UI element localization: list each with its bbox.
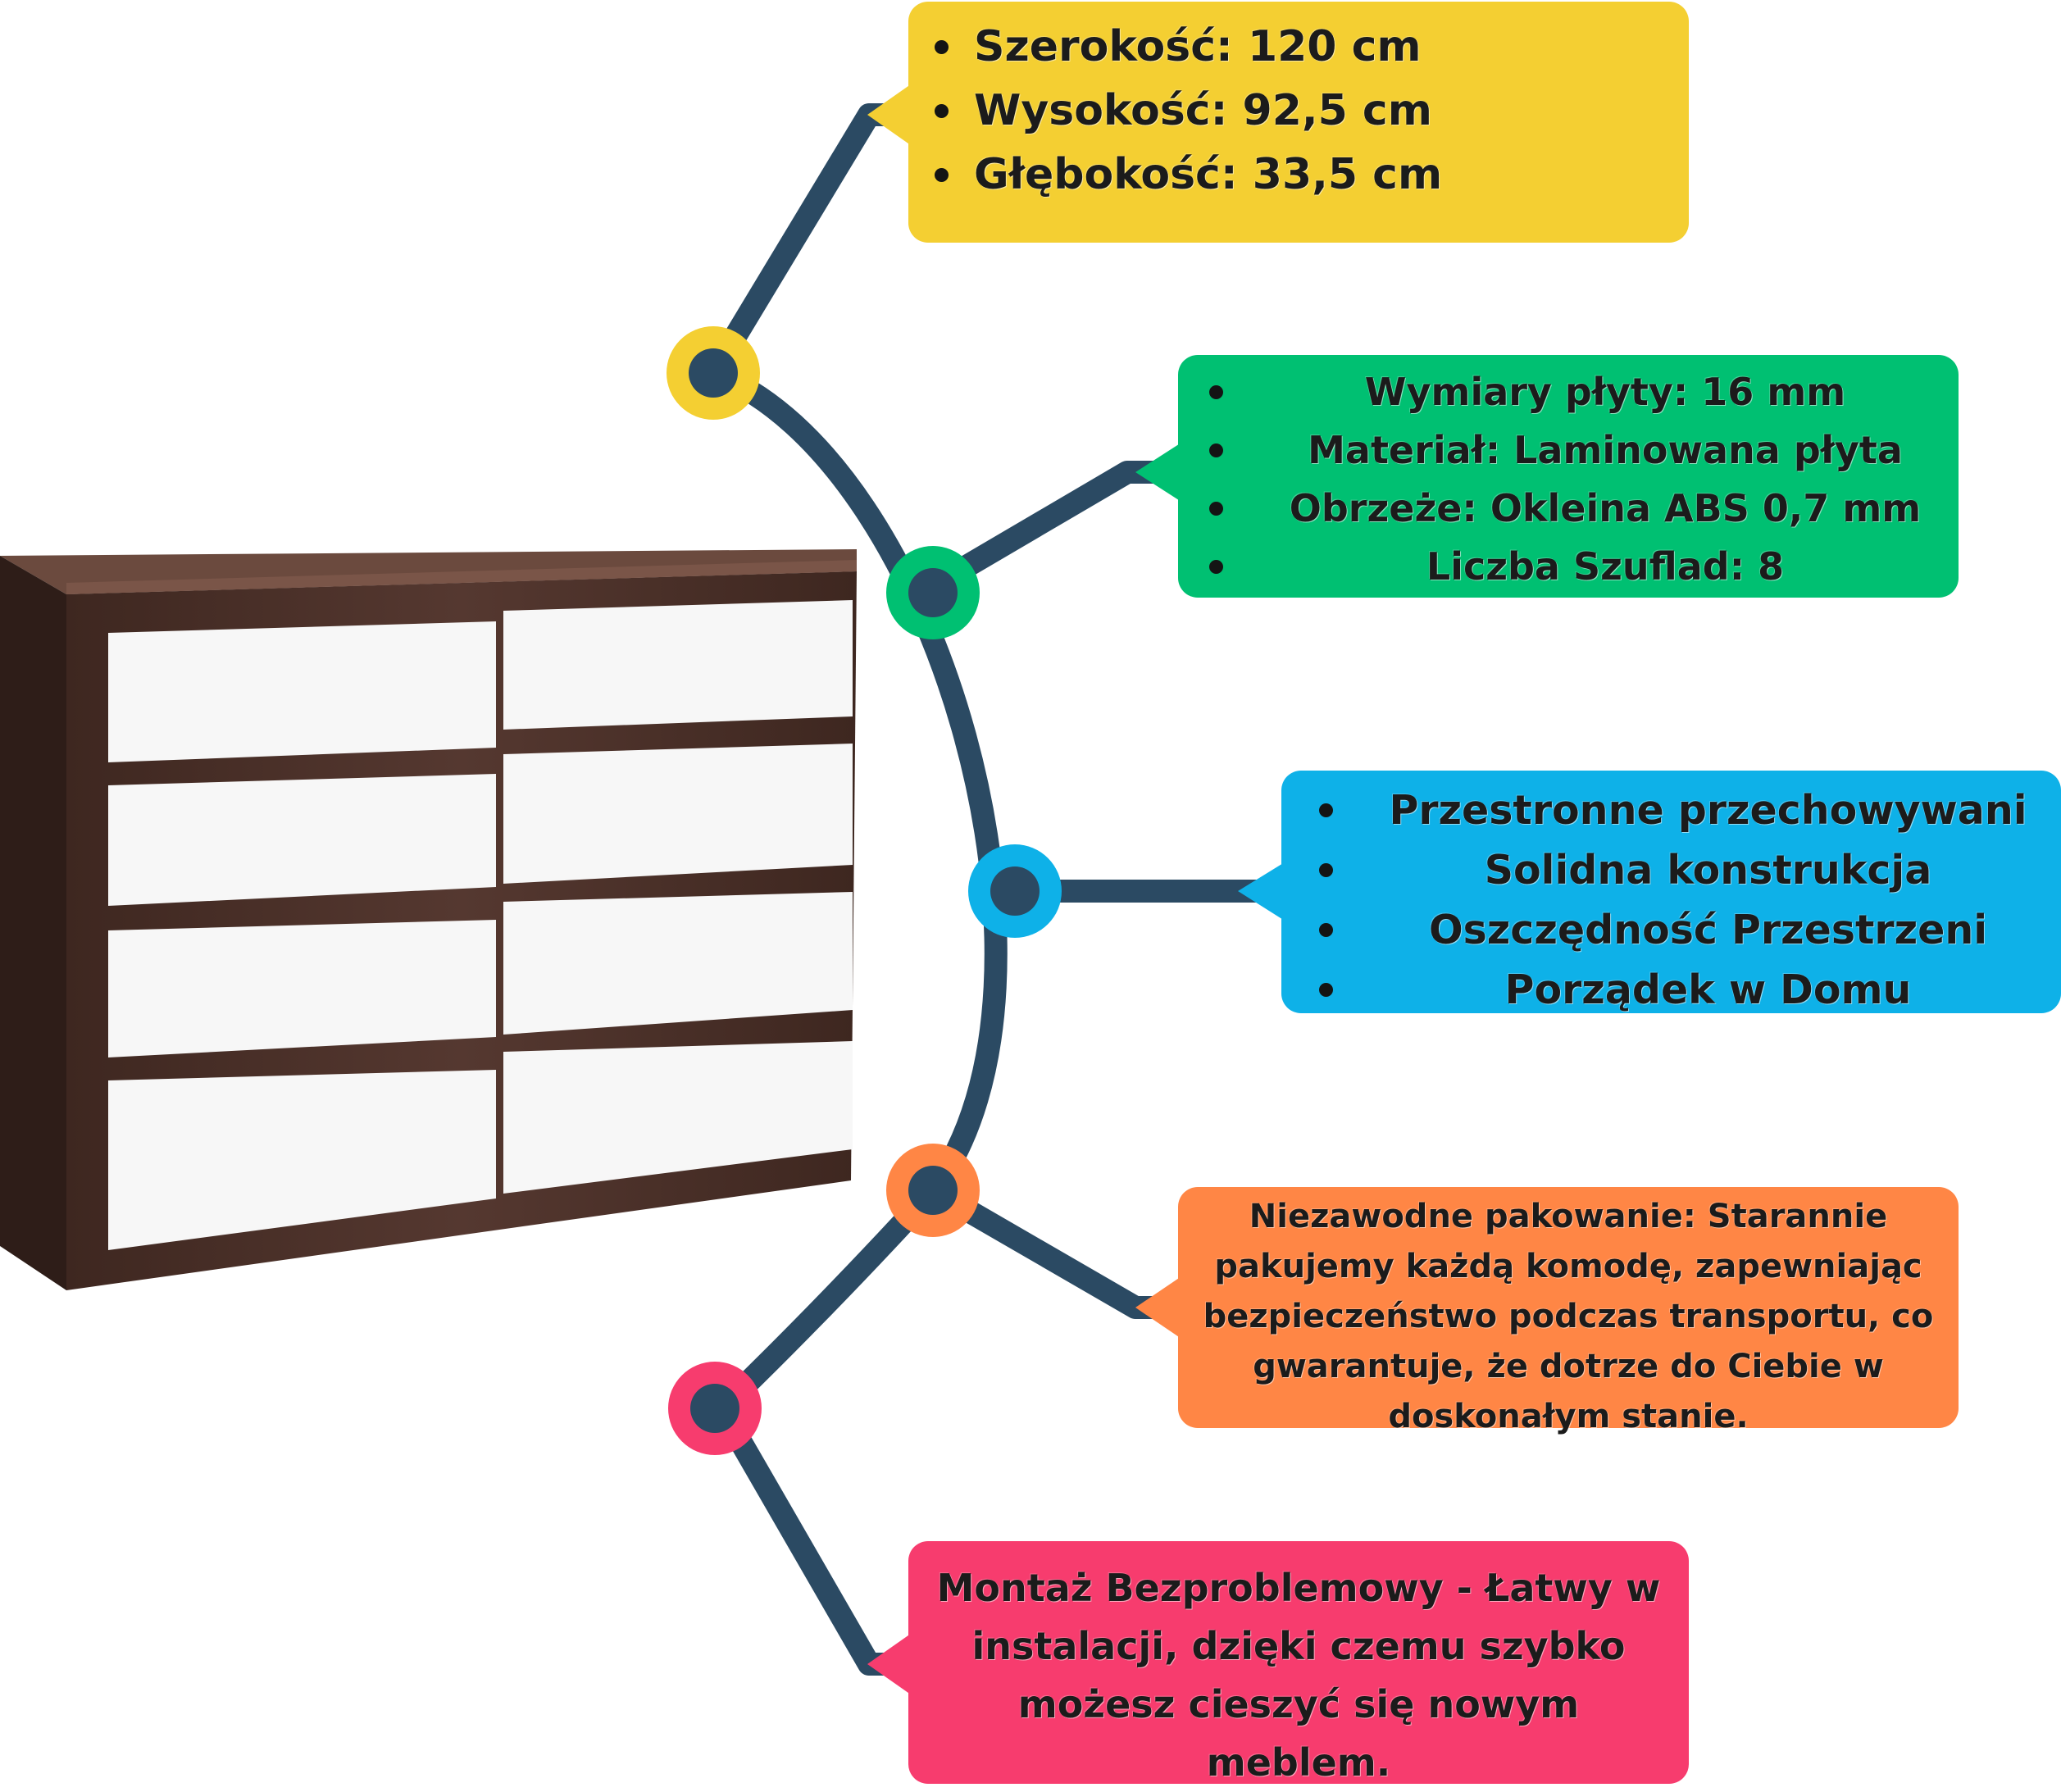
list-item: Szerokość: 120 cm	[935, 15, 1689, 79]
node-dims	[667, 326, 760, 420]
bullet-icon	[1209, 443, 1223, 457]
main-arc	[702, 362, 1008, 1420]
assembly-text-line: instalacji, dzięki czemu szybko	[971, 1624, 1626, 1668]
list-item: Głębokość: 33,5 cm	[935, 143, 1689, 207]
packing-text-line: doskonałym stanie.	[1388, 1398, 1749, 1435]
bullet-icon	[1209, 502, 1223, 516]
material-list: Wymiary płyty: 16 mm Materiał: Laminowan…	[1178, 363, 1959, 596]
packing-box: Niezawodne pakowanie: Starannie pakujemy…	[1178, 1187, 1959, 1435]
list-item: Porządek w Domu	[1281, 960, 2061, 1020]
bullet-icon	[1319, 803, 1333, 817]
assembly-text-line: możesz cieszyć się nowym	[1017, 1682, 1580, 1726]
assembly-box: Montaż Bezproblemowy - Łatwy w instalacj…	[908, 1541, 1689, 1785]
list-item: Solidna konstrukcja	[1281, 840, 2061, 900]
bullet-icon	[1319, 923, 1333, 937]
drawer-front	[503, 600, 853, 730]
dimensions-box: Szerokość: 120 cm Wysokość: 92,5 cm Głęb…	[908, 2, 1689, 243]
list-item: Obrzeże: Okleina ABS 0,7 mm	[1178, 480, 1959, 538]
drawer-front	[108, 1070, 496, 1250]
list-item: Oszczędność Przestrzeni	[1281, 900, 2061, 960]
list-item: Wysokość: 92,5 cm	[935, 79, 1689, 143]
callout-pointers	[867, 82, 1287, 1697]
assembly-text-line: Montaż Bezproblemowy - Łatwy w	[936, 1566, 1661, 1610]
benefits-list: Przestronne przechowywani Solidna konstr…	[1281, 780, 2061, 1020]
node-packing	[886, 1144, 980, 1237]
bullet-icon	[1209, 385, 1223, 399]
list-item: Przestronne przechowywani	[1281, 780, 2061, 840]
bullet-icon	[935, 168, 949, 182]
bullet-icon	[1319, 863, 1333, 877]
drawer-fronts	[108, 600, 853, 1250]
bullet-icon	[935, 104, 949, 118]
drawer-front	[108, 621, 496, 762]
pointer-benefits	[1238, 861, 1287, 922]
drawer-front	[108, 920, 496, 1057]
packing-text-line: gwarantuje, że dotrze do Ciebie w	[1253, 1348, 1884, 1385]
packing-text-line: bezpieczeństwo podczas transportu, co	[1203, 1298, 1934, 1335]
drawer-front	[503, 744, 853, 884]
dimensions-list: Szerokość: 120 cm Wysokość: 92,5 cm Głęb…	[935, 15, 1689, 207]
bullet-icon	[935, 40, 949, 54]
pointer-assembly	[867, 1631, 914, 1697]
dresser-top-edge	[66, 560, 857, 594]
drawer-front	[108, 774, 496, 906]
branch-assembly	[710, 1397, 920, 1676]
bullet-icon	[1319, 983, 1333, 997]
list-item: Materiał: Laminowana płyta	[1178, 421, 1959, 480]
pointer-packing	[1135, 1275, 1184, 1340]
node-assembly	[668, 1362, 762, 1455]
list-item: Wymiary płyty: 16 mm	[1178, 363, 1959, 421]
drawer-front	[503, 1041, 853, 1194]
node-benefits	[968, 844, 1062, 938]
bullet-icon	[1209, 560, 1223, 574]
list-item: Liczba Szuflad: 8	[1178, 538, 1959, 596]
node-material	[886, 546, 980, 639]
branch-dims	[702, 103, 920, 384]
material-box: Wymiary płyty: 16 mm Materiał: Laminowan…	[1178, 355, 1959, 598]
pointer-dims	[867, 82, 914, 148]
packing-text-line: pakujemy każdą komodę, zapewniając	[1214, 1248, 1922, 1285]
dresser-side	[0, 556, 66, 1290]
packing-text-line: Niezawodne pakowanie: Starannie	[1249, 1198, 1888, 1235]
benefits-box: Przestronne przechowywani Solidna konstr…	[1281, 771, 2061, 1013]
assembly-text-line: meblem.	[1206, 1740, 1391, 1785]
pointer-material	[1135, 441, 1184, 503]
drawer-front	[503, 892, 853, 1035]
